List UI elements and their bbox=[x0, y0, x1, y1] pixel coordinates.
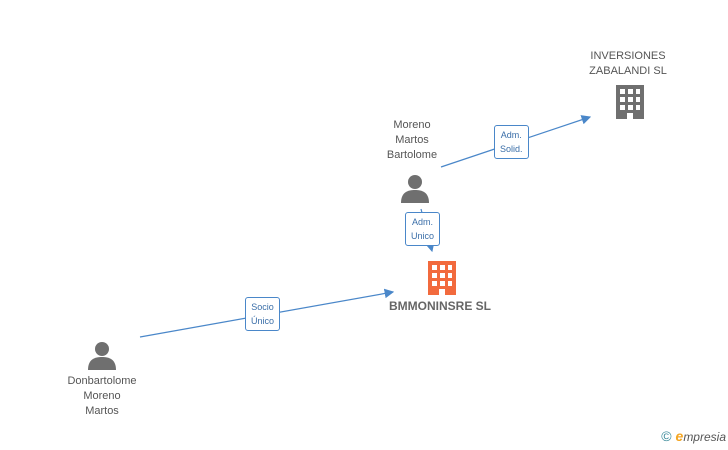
person-node-moreno-martos-bartolome[interactable] bbox=[400, 173, 430, 203]
node-label-inversiones-zabalandi[interactable]: INVERSIONES ZABALANDI SL bbox=[589, 50, 667, 77]
brand-name: mpresia bbox=[683, 430, 726, 444]
edge-label-adm-unico[interactable]: Adm. Unico bbox=[405, 212, 441, 246]
brand-initial: e bbox=[675, 428, 684, 444]
person-node-donbartolome-moreno-martos[interactable] bbox=[87, 340, 117, 370]
person-icon bbox=[88, 342, 116, 370]
edge-label-adm-solid[interactable]: Adm. Solid. bbox=[494, 125, 529, 159]
person-icon bbox=[401, 175, 429, 203]
node-label-bmmoninsre[interactable]: BMMONINSRE SL bbox=[389, 299, 491, 313]
node-label-moreno-martos-bartolome[interactable]: Moreno Martos Bartolome bbox=[386, 119, 438, 161]
company-node-inversiones-zabalandi[interactable] bbox=[614, 85, 646, 119]
building-icon bbox=[616, 85, 644, 119]
edge-label-socio-unico[interactable]: Socio Único bbox=[245, 297, 281, 331]
node-label-donbartolome-moreno-martos[interactable]: Donbartolome Moreno Martos bbox=[67, 375, 137, 417]
copyright-icon: © bbox=[661, 428, 672, 444]
building-icon bbox=[428, 261, 456, 295]
company-node-bmmoninsre[interactable] bbox=[426, 261, 458, 295]
empresia-logo[interactable]: empresia bbox=[676, 428, 726, 444]
footer-brand: © empresia bbox=[661, 428, 726, 444]
